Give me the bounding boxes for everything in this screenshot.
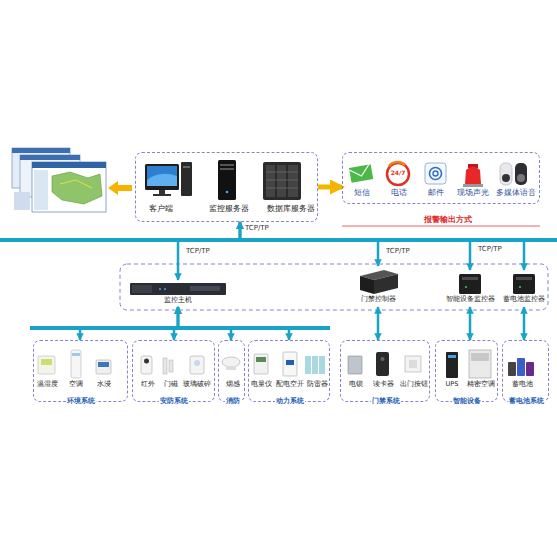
security-group: 红外门磁玻璃破碎安防系统 — [132, 340, 215, 402]
connector — [377, 307, 380, 340]
fire-group: 烟感消防 — [218, 340, 245, 402]
node-text: 智能设备监控器 — [446, 296, 495, 303]
left-arrow — [108, 181, 132, 195]
access-group: 电锁读卡器出门按钮门禁系统 — [340, 340, 430, 402]
node-text: 配电空开 — [276, 381, 304, 388]
edge-label: TCP/TP — [386, 248, 410, 256]
node-text: 蓄电池系统 — [508, 398, 545, 406]
connector — [174, 307, 178, 340]
access-controller-device — [360, 270, 398, 294]
node-text: 电锁 — [349, 381, 363, 388]
node-text: 短信 — [354, 189, 370, 197]
monitor-server — [218, 160, 236, 200]
protocol-label: TCP/TP — [245, 225, 269, 233]
node-text: 水浸 — [97, 381, 111, 388]
node-text: 红外 — [141, 381, 155, 388]
battery-group: 蓄电池蓄电池系统 — [502, 340, 549, 402]
node-text: 现场声光 — [457, 189, 489, 197]
software-screenshot — [12, 148, 106, 212]
node-text: 消防 — [225, 398, 241, 406]
email-icon — [425, 163, 446, 184]
node-text: 空调 — [69, 381, 83, 388]
node-text: 数据库服务器 — [267, 205, 315, 214]
monitor-host: 监控主机 — [128, 280, 228, 307]
node-text: 烟感 — [226, 381, 240, 388]
node-text: 电量仪 — [251, 381, 272, 388]
network-bus — [0, 238, 557, 242]
node-text: 温湿度 — [37, 381, 58, 388]
node-text: 多媒体语音 — [496, 189, 536, 197]
connector — [178, 307, 289, 340]
power-group: 电量仪配电空开防雷器动力系统 — [248, 340, 330, 402]
node-text: 邮件 — [428, 189, 444, 197]
node-text: UPS — [446, 381, 459, 388]
node-text: 门磁 — [164, 381, 178, 388]
connector — [178, 222, 240, 280]
alarm-underline — [342, 226, 540, 227]
node-text: 精密空调 — [467, 381, 495, 388]
edge-label: TCP/TP — [478, 246, 502, 254]
phone-icon — [387, 162, 409, 185]
edge-label: TCP/TP — [186, 248, 210, 256]
node-text: 门禁系统 — [371, 398, 401, 406]
node-text: 玻璃破碎 — [183, 381, 211, 388]
node-text: 监控主机 — [164, 297, 192, 304]
environment-group: 温湿度空调水浸环境系统 — [33, 340, 128, 402]
connector — [318, 185, 342, 190]
smart-device-monitor — [459, 274, 481, 294]
node-text: 读卡器 — [373, 381, 394, 388]
node-text: 客户端 — [149, 205, 173, 214]
icon-text: 24/7 — [391, 170, 406, 177]
battery-monitor: 蓄电池监控器 — [501, 270, 547, 307]
sub-bus — [30, 326, 330, 330]
connector — [178, 307, 231, 340]
sms-icon — [349, 162, 374, 183]
node-text: 安防系统 — [159, 398, 189, 406]
speaker-icon — [500, 163, 527, 185]
node-text: 蓄电池监控器 — [503, 296, 545, 303]
node-text: 防雷器 — [307, 381, 328, 388]
field-icons — [38, 350, 534, 378]
connector — [469, 307, 472, 340]
node-text: 动力系统 — [275, 398, 305, 406]
device-group-outline — [120, 264, 548, 310]
node-text: 智能设备 — [452, 398, 482, 406]
node-text: 监控服务器 — [209, 205, 249, 214]
siren-icon — [463, 164, 483, 187]
monitor-host-device — [130, 283, 226, 295]
client-pc — [145, 162, 192, 196]
connector — [240, 222, 524, 270]
node-text: 门禁控制器 — [361, 296, 396, 303]
node-text: 蓄电池 — [512, 381, 533, 388]
smart-device-group: UPS精密空调智能设备 — [435, 340, 498, 402]
node-text: 出门按钮 — [400, 381, 428, 388]
smart-device-monitor: 智能设备监控器 — [447, 270, 493, 307]
node-text: 电话 — [391, 189, 407, 197]
access-controller: 门禁控制器 — [355, 266, 401, 307]
battery-monitor-device — [513, 274, 535, 294]
connector — [240, 222, 470, 270]
database-server — [263, 162, 301, 200]
node-text: 环境系统 — [66, 398, 96, 406]
node-text: 报警输出方式 — [424, 216, 472, 225]
server-group: 客户端 监控服务器 数据库服务器 — [135, 152, 318, 222]
connector — [80, 307, 178, 340]
alarm-output-group: 短信电话邮件现场声光多媒体语音报警输出方式 — [342, 152, 540, 204]
connector — [240, 222, 378, 266]
connector — [523, 307, 526, 340]
